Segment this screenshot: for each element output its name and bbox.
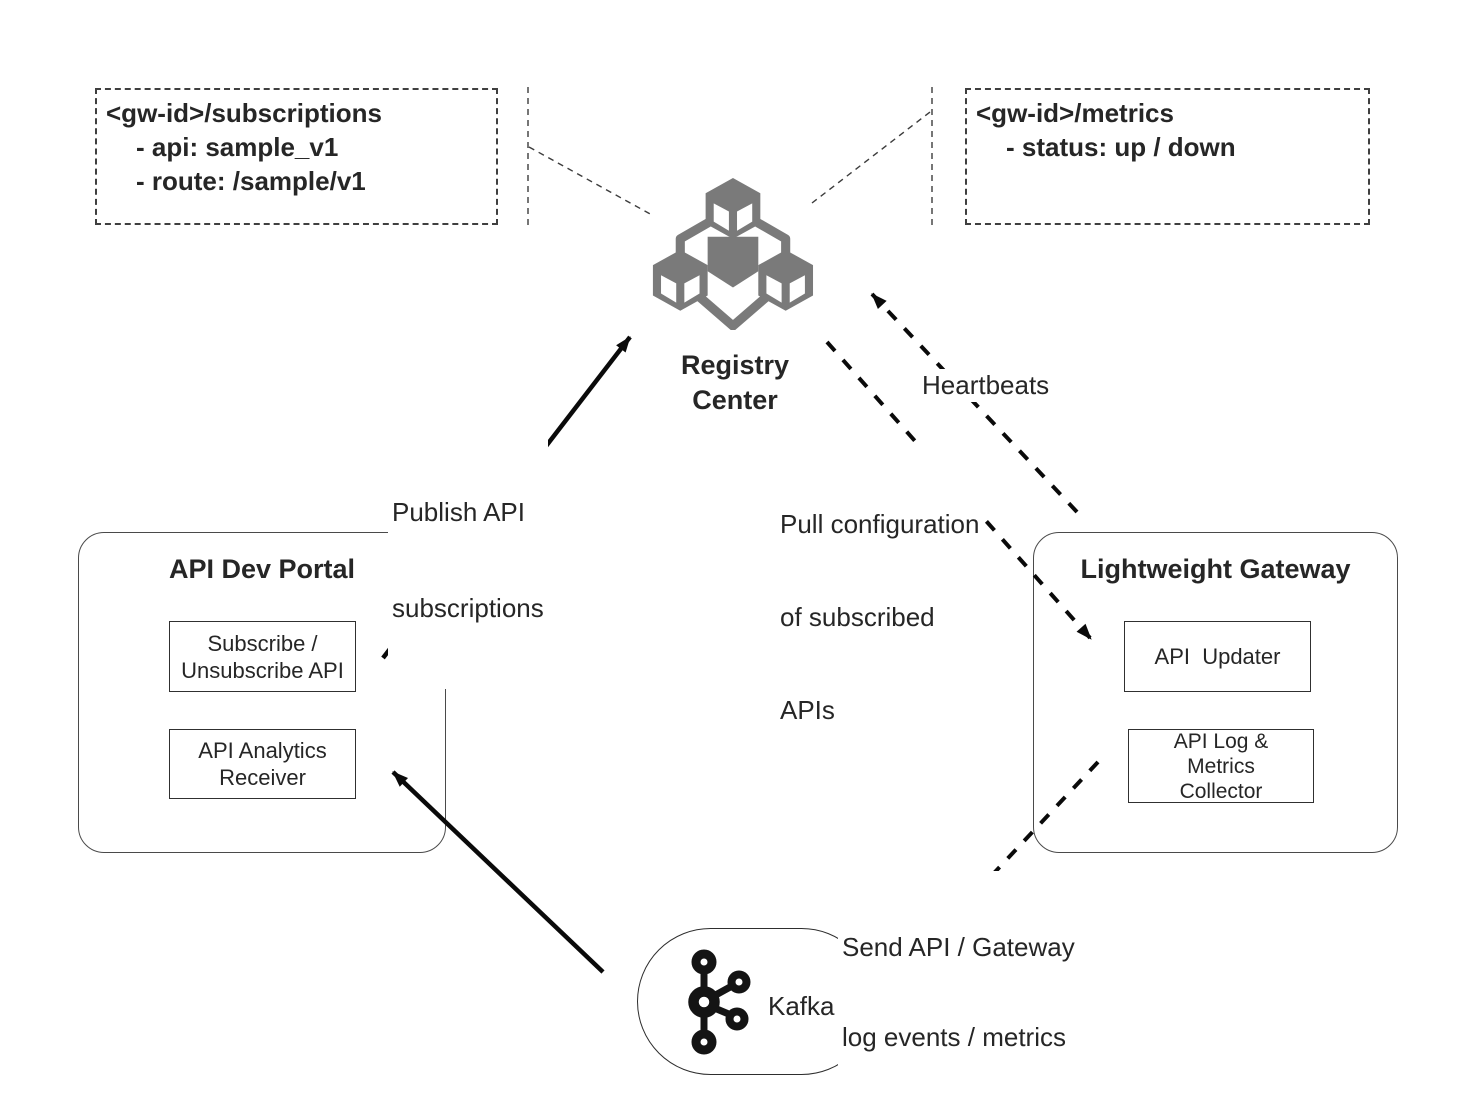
pull-label-line2: of subscribed bbox=[780, 602, 935, 632]
cube-left bbox=[652, 249, 708, 311]
subscriptions-annotation-box: <gw-id>/subscriptions - api: sample_v1 -… bbox=[95, 88, 498, 225]
send-label-line1: Send API / Gateway bbox=[842, 932, 1075, 962]
registry-center-label: Registry Center bbox=[633, 348, 837, 418]
pull-label-line3: APIs bbox=[780, 695, 835, 725]
subscriptions-item-api: - api: sample_v1 bbox=[136, 132, 339, 162]
api-dev-portal-title: API Dev Portal bbox=[168, 554, 356, 584]
metrics-annotation-box: <gw-id>/metrics - status: up / down bbox=[965, 88, 1370, 225]
api-updater-box: API Updater bbox=[1124, 621, 1311, 692]
pull-label-line1: Pull configuration bbox=[780, 509, 980, 539]
send-log-events-label: Send API / Gateway log events / metrics bbox=[838, 871, 1079, 1113]
subscribe-unsubscribe-api-box: Subscribe / Unsubscribe API bbox=[169, 621, 356, 692]
metrics-topic-title: <gw-id>/metrics bbox=[976, 98, 1174, 128]
publish-label-line1: Publish API bbox=[392, 497, 525, 527]
registry-label-line1: Registry bbox=[680, 350, 790, 380]
metrics-item-status: - status: up / down bbox=[1006, 132, 1236, 162]
left-callout-leader-diagonal bbox=[528, 146, 653, 216]
collector-line2: Metrics bbox=[1187, 754, 1255, 778]
subscribe-box-line1: Subscribe / bbox=[207, 630, 318, 656]
registry-label-line2: Center bbox=[692, 385, 778, 415]
subscriptions-item-route: - route: /sample/v1 bbox=[136, 166, 366, 196]
heartbeats-label: Heartbeats bbox=[918, 369, 1054, 402]
collector-line1: API Log & bbox=[1173, 729, 1269, 753]
api-updater-label: API Updater bbox=[1154, 644, 1281, 669]
subscriptions-topic-title: <gw-id>/subscriptions bbox=[106, 98, 382, 128]
kafka-label: Kafka bbox=[768, 991, 835, 1021]
lightweight-gateway-title: Lightweight Gateway bbox=[1080, 554, 1351, 584]
api-log-metrics-collector-box: API Log & Metrics Collector bbox=[1128, 729, 1314, 803]
right-callout-leader-diagonal bbox=[811, 111, 931, 204]
publish-subscriptions-label: Publish API subscriptions bbox=[388, 431, 548, 689]
publish-label-line2: subscriptions bbox=[392, 593, 544, 623]
cube-right bbox=[758, 249, 814, 311]
cubes-cluster-icon bbox=[652, 178, 814, 330]
collector-line3: Collector bbox=[1179, 779, 1263, 803]
cube-top bbox=[705, 178, 761, 239]
pull-configuration-label: Pull configuration of subscribed APIs bbox=[776, 446, 984, 789]
analytics-box-line2: Receiver bbox=[219, 765, 306, 790]
api-analytics-receiver-box: API Analytics Receiver bbox=[169, 729, 356, 799]
kafka-icon bbox=[688, 949, 751, 1055]
send-label-line2: log events / metrics bbox=[842, 1022, 1066, 1052]
lightweight-gateway-node: Lightweight Gateway API Updater API Log … bbox=[1033, 532, 1398, 853]
subscribe-box-line2: Unsubscribe API bbox=[181, 657, 344, 683]
analytics-box-line1: API Analytics bbox=[198, 738, 327, 763]
